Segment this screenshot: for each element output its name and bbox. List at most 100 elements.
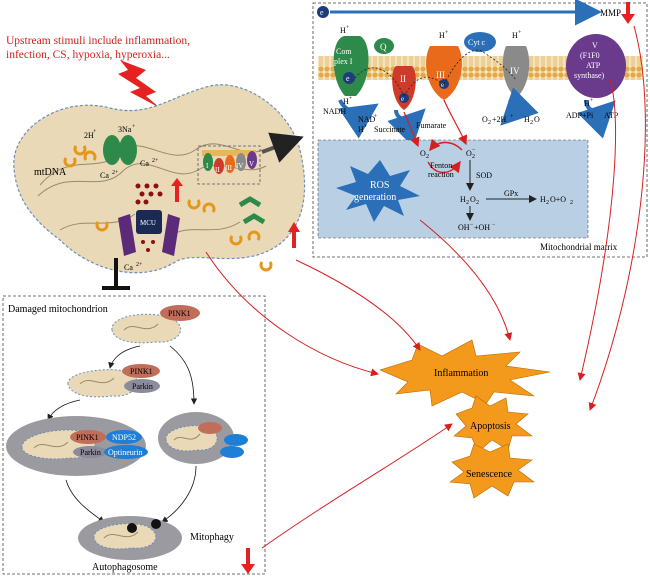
coenzyme-q: Q	[374, 38, 394, 54]
adp-label: ADP+Pi	[566, 111, 594, 120]
ca-increase-arrow	[171, 178, 183, 202]
cell-mitochondrion	[13, 84, 306, 274]
svg-text:+: +	[445, 30, 449, 36]
svg-text:Parkin: Parkin	[132, 382, 153, 391]
h2-label: 2H	[84, 131, 94, 140]
svg-text:H: H	[512, 31, 518, 40]
h2o-o2-label: H	[540, 195, 546, 204]
mitophagy-decrease-arrow	[241, 548, 255, 574]
etc-zoom-box	[197, 145, 261, 185]
svg-text:Optineurin: Optineurin	[108, 448, 143, 457]
senescence-star	[449, 443, 535, 499]
svg-text:I: I	[206, 162, 209, 170]
svg-text:−: −	[472, 147, 476, 153]
svg-text:plex I: plex I	[334, 57, 353, 66]
mcu-channel: MCU Ca 2+	[118, 210, 180, 272]
complex-3: III e H +	[426, 30, 462, 100]
svg-text:e: e	[320, 8, 324, 17]
ca-left-label: Ca	[100, 171, 109, 180]
svg-text:2: 2	[476, 200, 479, 206]
svg-text:III: III	[436, 70, 445, 80]
svg-text:+: +	[374, 114, 378, 120]
cytochrome-c: Cyt c	[464, 32, 496, 52]
svg-text:ATP: ATP	[586, 61, 601, 70]
succinate-label: Succinate	[374, 125, 406, 134]
svg-text:H: H	[439, 31, 445, 40]
svg-text:+: +	[346, 25, 350, 31]
autophagosome-label: Autophagosome	[92, 562, 158, 573]
svg-text:2: 2	[466, 200, 469, 206]
h2o-label: H	[524, 115, 530, 124]
mcu-label: MCU	[140, 219, 156, 227]
svg-text:II: II	[215, 166, 220, 174]
matrix-label: Mitochondrial matrix	[540, 242, 618, 252]
svg-text:NDP52: NDP52	[112, 433, 136, 442]
svg-text:O: O	[470, 195, 476, 204]
senescence-label: Senescence	[466, 469, 513, 480]
svg-text:III: III	[225, 164, 233, 172]
outcome-arrows	[205, 25, 646, 549]
complex-2: II e	[392, 66, 416, 110]
svg-text:+: +	[518, 30, 522, 36]
svg-text:2: 2	[472, 154, 475, 160]
svg-text:IV: IV	[510, 66, 520, 76]
o2-minus-label: O	[466, 149, 472, 158]
complex-5-atp-synthase: V (F1F0 ATP synthase)	[566, 34, 626, 98]
svg-text:e: e	[441, 81, 444, 89]
svg-text:+: +	[510, 114, 514, 120]
svg-text:IV: IV	[236, 162, 243, 170]
damaged-mito-label: Damaged mitochondrion	[8, 304, 108, 315]
mini-etc: I II III IV V	[202, 150, 257, 174]
fumarate-label: Fumarate	[416, 121, 447, 130]
calcium-particles	[135, 183, 163, 205]
svg-text:2+: 2+	[136, 262, 143, 268]
mtdna-label: mtDNA	[34, 167, 67, 178]
mtdna-release	[229, 196, 300, 272]
svg-text:+: +	[132, 124, 136, 130]
mitophagy-label: Mitophagy	[190, 532, 234, 543]
ros-label-2: generation	[354, 192, 396, 203]
inflammation-label: Inflammation	[434, 368, 488, 379]
svg-text:−: −	[470, 222, 474, 228]
na3-label: 3Na	[118, 125, 132, 134]
fenton-label-1: Fenton	[430, 161, 452, 170]
sod-label: SOD	[476, 171, 492, 180]
mmp-decrease-arrow	[621, 2, 635, 24]
svg-text:O: O	[534, 115, 540, 124]
gpx-label: GPx	[504, 189, 518, 198]
oh-label: OH	[458, 223, 470, 232]
svg-text:O+O: O+O	[550, 195, 566, 204]
svg-text:H: H	[343, 97, 349, 106]
nadh-label: NADH	[323, 107, 346, 116]
svg-text:+: +	[590, 98, 594, 104]
ros-generation-burst	[336, 160, 420, 222]
electron-path	[354, 49, 517, 97]
ca-mid-label: Ca	[140, 159, 149, 168]
svg-text:2: 2	[488, 120, 491, 126]
inhibition-symbol	[102, 258, 130, 290]
nad-label: NAD	[358, 115, 376, 124]
mmp-label: MMP	[600, 8, 621, 18]
complex-4: IV H +	[502, 30, 530, 98]
svg-text:PINK1: PINK1	[168, 309, 191, 318]
svg-text:2: 2	[426, 154, 429, 160]
mmp-bar: e MMP	[317, 0, 635, 26]
svg-text:synthase): synthase)	[574, 71, 605, 80]
fenton-label-2: reaction	[428, 170, 454, 179]
o2-2h-label: O	[482, 115, 488, 124]
complex-1: Com plex I e H +	[333, 25, 369, 96]
stimuli-line-2: infection, CS, hypoxia, hyperoxia...	[6, 49, 170, 61]
stimuli-line-1: Upstream stimuli include inflammation,	[6, 35, 190, 47]
svg-text:+: +	[93, 129, 97, 135]
svg-text:V: V	[592, 41, 598, 50]
svg-text:PINK1: PINK1	[130, 367, 153, 376]
svg-text:Q: Q	[380, 42, 387, 52]
upstream-stimuli-text: Upstream stimuli include inflammation, i…	[6, 35, 190, 61]
apoptosis-label: Apoptosis	[470, 421, 511, 432]
svg-text:2: 2	[530, 120, 533, 126]
svg-text:H: H	[358, 125, 364, 134]
svg-text:PINK1: PINK1	[76, 433, 99, 442]
svg-text:2: 2	[546, 200, 549, 206]
ion-exchanger: 2H + 3Na + Ca 2+ Ca 2+	[84, 124, 159, 180]
